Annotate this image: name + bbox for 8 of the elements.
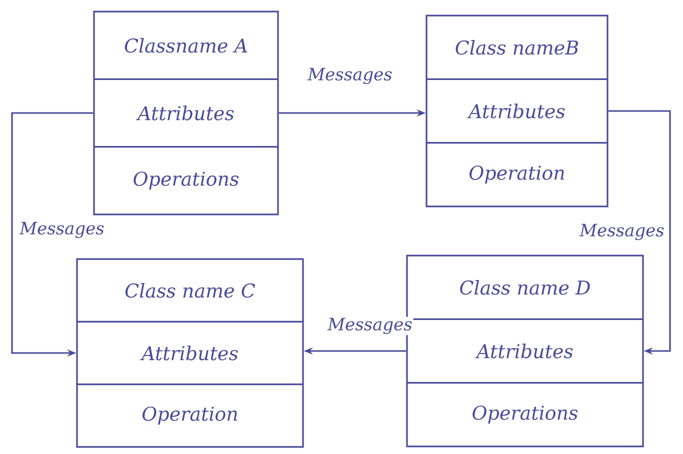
edge-label: Messages	[578, 222, 666, 242]
class-box: Class name C Attributes Operation	[76, 258, 304, 448]
edge-label: Messages	[18, 220, 106, 240]
edge-label: Messages	[326, 316, 414, 336]
arrow	[608, 110, 671, 355]
class-box: Class nameB Attributes Operation	[426, 14, 608, 208]
class-box: Classname A Attributes Operations	[93, 10, 279, 216]
edge-label: Messages	[306, 66, 394, 86]
